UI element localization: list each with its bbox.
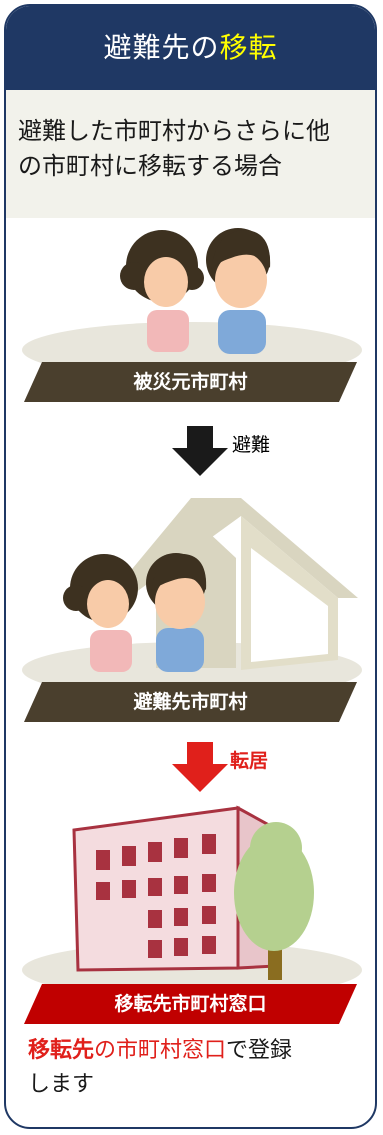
ribbon-relocation-shape xyxy=(24,984,357,1024)
scene-origin: 被災元市町村 xyxy=(6,218,375,408)
house-side-inner xyxy=(251,548,328,662)
footer-line-2: します xyxy=(28,1072,95,1097)
man-hair-top xyxy=(151,554,207,592)
man-body xyxy=(156,628,204,672)
label-relocation-office: 移転先市町村窓口 xyxy=(114,993,267,1015)
house-roof xyxy=(108,498,358,598)
tree-foliage-top xyxy=(250,822,302,874)
ribbon-evacuation-shape xyxy=(24,682,357,722)
man-hair-top xyxy=(211,230,271,270)
man-face xyxy=(155,575,205,629)
arrow-label-evacuation: 避難 xyxy=(232,434,271,456)
footer-destination: 移転先 xyxy=(28,1038,95,1063)
man-face xyxy=(215,252,267,308)
footer-register: で登録 xyxy=(226,1038,293,1063)
label-origin-municipality: 被災元市町村 xyxy=(133,371,248,393)
scene-relocation: 移転先市町村窓口 xyxy=(6,798,375,1028)
footer-text: 移転先の市町村窓口で登録 します xyxy=(28,1034,368,1102)
scene-evacuation: 避難先市町村 xyxy=(6,488,375,728)
ribbon-origin-shape xyxy=(24,362,357,402)
footer-office: 市町村窓口 xyxy=(116,1038,227,1063)
card-header: 避難先の移転 xyxy=(6,6,375,90)
evacuation-relocation-card: 避難先の移転 避難した市町村からさらに他 の市町村に移転する場合 被災元市町村 xyxy=(4,4,377,1129)
header-title: 避難先の xyxy=(103,31,220,64)
building-tree-illustration xyxy=(22,805,362,998)
arrow-label-relocation: 転居 xyxy=(230,750,269,772)
intro-text: 避難した市町村からさらに他 の市町村に移転する場合 xyxy=(6,90,375,218)
woman-face xyxy=(144,257,188,307)
footer-particle: の xyxy=(94,1038,117,1063)
building-windows xyxy=(96,834,216,958)
footer-line-1: 移転先の市町村窓口で登録 xyxy=(28,1034,368,1068)
intro-line-2: の市町村に移転する場合 xyxy=(18,152,282,180)
woman-body xyxy=(90,630,132,672)
house-people-illustration xyxy=(22,498,362,698)
arrow-down-icon xyxy=(172,426,228,476)
woman-hair-bun xyxy=(120,262,148,290)
woman-hair-bun xyxy=(63,585,89,611)
woman-body xyxy=(147,310,189,352)
header-title-highlight: 移転 xyxy=(219,31,278,64)
man-body xyxy=(218,310,266,354)
label-evacuation-municipality: 避難先市町村 xyxy=(133,691,248,713)
arrow-down-red-icon xyxy=(172,742,228,792)
intro-line-1: 避難した市町村からさらに他 xyxy=(18,117,330,145)
woman-face xyxy=(87,580,129,628)
